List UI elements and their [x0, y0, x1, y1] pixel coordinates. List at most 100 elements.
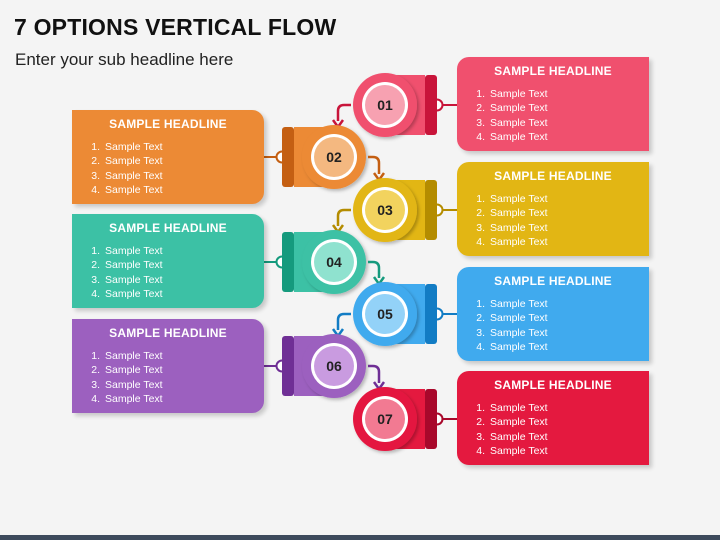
list-item-text: Sample Text — [105, 273, 163, 286]
option-node-06: 06 — [264, 334, 386, 398]
node-tab — [425, 284, 437, 344]
list-item-number: 2. — [476, 416, 485, 429]
option-number: 05 — [377, 306, 393, 322]
list-item-number: 1. — [476, 193, 485, 205]
list-item-text: Sample Text — [490, 416, 548, 429]
list-item-text: Sample Text — [105, 245, 163, 257]
option-node-07: 07 — [353, 387, 457, 451]
node-inner-disc — [365, 190, 405, 230]
list-item-text: Sample Text — [105, 155, 163, 168]
page-subtitle: Enter your sub headline here — [15, 50, 234, 69]
list-item-text: Sample Text — [105, 288, 163, 301]
list-item-number: 3. — [91, 169, 100, 182]
flow-arrow — [336, 208, 351, 226]
list-item-text: Sample Text — [490, 193, 548, 205]
node-inner-disc — [314, 242, 354, 282]
list-item-number: 1. — [476, 402, 485, 414]
list-item-text: Sample Text — [105, 169, 163, 182]
list-item: 3.Sample Text — [469, 116, 661, 130]
node-tab — [425, 75, 437, 135]
list-item-text: Sample Text — [490, 131, 548, 144]
option-number: 07 — [377, 411, 393, 427]
node-inner-disc — [365, 399, 405, 439]
list-item-number: 3. — [91, 273, 100, 286]
list-item: 2. Sample Text — [469, 415, 661, 429]
list-item: 2.Sample Text — [469, 101, 661, 115]
list-item-text: Sample Text — [105, 259, 163, 272]
list-item: 1. Sample Text — [84, 140, 276, 154]
list-item-text: Sample Text — [490, 445, 548, 458]
flow-arrow — [368, 260, 381, 278]
node-tab — [425, 180, 437, 240]
option-number: 06 — [326, 358, 342, 374]
list-item-text: Sample Text — [490, 312, 548, 325]
node-tab — [282, 127, 294, 187]
list-item-text: Sample Text — [105, 350, 163, 362]
list-item: 2.Sample Text — [469, 311, 661, 325]
list-item-text: Sample Text — [105, 184, 163, 197]
list-item-number: 3. — [476, 116, 485, 129]
list-item: 3. Sample Text — [469, 430, 661, 444]
list-item: 3. Sample Text — [84, 273, 276, 287]
option-node-01: 01 — [331, 73, 457, 137]
list-item-text: Sample Text — [105, 364, 163, 377]
list-item-number: 4. — [476, 445, 485, 458]
list-item-number: 4. — [91, 393, 100, 406]
list-item: 3.Sample Text — [469, 221, 661, 235]
list-item-number: 1. — [476, 88, 485, 100]
list-item: 4. Sample Text — [84, 183, 276, 197]
list-item: 4.Sample Text — [84, 287, 276, 301]
list-item-text: Sample Text — [490, 430, 548, 443]
list-item: 4. Sample Text — [469, 130, 661, 144]
list-item-text: Sample Text — [490, 402, 548, 414]
list-item: 2. Sample Text — [469, 206, 661, 220]
page-title: 7 OPTIONS VERTICAL FLOW — [14, 14, 337, 40]
flow-arrow — [336, 103, 351, 121]
list-item-number: 4. — [476, 236, 485, 249]
option-headline: SAMPLE HEADLINE — [494, 64, 612, 78]
list-item-number: 2. — [476, 207, 485, 220]
list-item-number: 4. — [476, 131, 485, 144]
node-inner-disc — [314, 346, 354, 386]
list-item-number: 3. — [476, 221, 485, 234]
option-headline: SAMPLE HEADLINE — [494, 169, 612, 183]
list-item-text: Sample Text — [490, 326, 548, 339]
list-item-text: Sample Text — [105, 141, 163, 153]
option-node-03: 03 — [331, 178, 457, 242]
list-item: 4.Sample Text — [469, 340, 661, 354]
flow-arrow — [336, 312, 351, 330]
list-item-text: Sample Text — [490, 207, 548, 220]
list-item-number: 4. — [91, 184, 100, 197]
list-item-number: 3. — [476, 326, 485, 339]
node-inner-disc — [314, 137, 354, 177]
list-item: 1. Sample Text — [84, 244, 276, 258]
footer-bar — [0, 535, 720, 540]
option-node-04: 04 — [264, 230, 386, 294]
list-item: 4. Sample Text — [469, 444, 661, 458]
list-item-number: 4. — [476, 341, 485, 354]
list-item: 1.Sample Text — [84, 349, 276, 363]
list-item-number: 2. — [91, 364, 100, 377]
option-number: 03 — [377, 202, 393, 218]
list-item: 3.Sample Text — [84, 378, 276, 392]
option-number: 04 — [326, 254, 342, 270]
list-item-number: 1. — [91, 141, 100, 153]
option-headline: SAMPLE HEADLINE — [109, 221, 227, 235]
list-item-number: 1. — [91, 245, 100, 257]
list-item-number: 3. — [476, 430, 485, 443]
option-number: 01 — [377, 97, 393, 113]
